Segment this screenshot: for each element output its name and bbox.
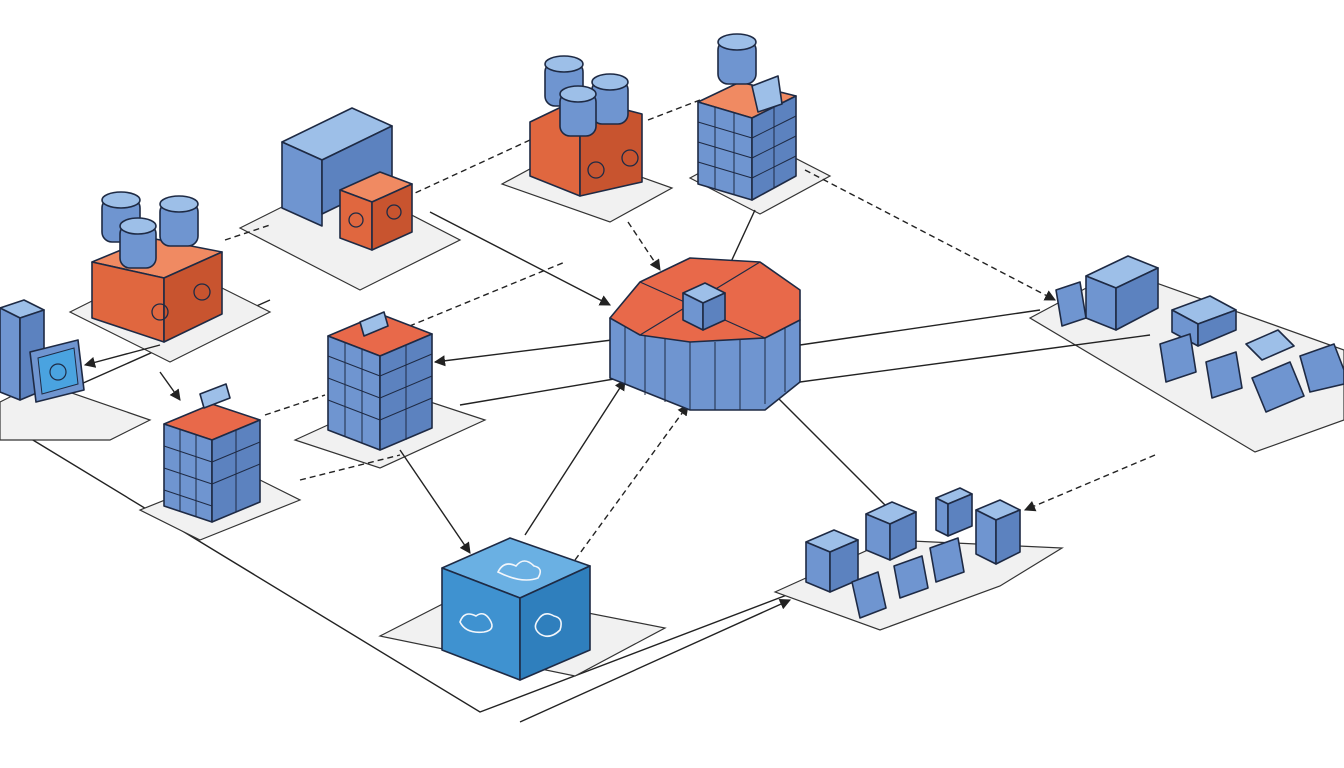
edge-clientright-clientbottom (1023, 454, 1156, 512)
edge-rackmid-cloud (399, 449, 471, 554)
db-cluster-top (529, 55, 643, 197)
edge-dbtop-hub (627, 221, 661, 271)
edge-hub-client1 (799, 309, 1041, 346)
cloud-box (441, 537, 591, 681)
edge-cloud-clientbottom (519, 599, 792, 723)
edge-hub-rackmid2 (459, 377, 621, 406)
edge-rackmid-serverTL (399, 261, 566, 331)
terminal-far-left (0, 299, 85, 403)
edge-dbleft-terminal (83, 344, 161, 368)
db-cluster-left (91, 191, 223, 343)
client-right (1055, 255, 1344, 413)
edge-hub-cloud (524, 379, 626, 536)
client-bottom-right (805, 487, 1021, 619)
edge-dbleft-racklower (159, 371, 181, 401)
edge-dbleft-rack (224, 224, 271, 241)
hub-cube-icon (682, 282, 726, 331)
cylinder-stack (544, 55, 629, 137)
edge-tower-client (804, 169, 1056, 301)
central-hub (609, 257, 801, 411)
edge-rackmid-racklower (299, 454, 401, 481)
edge-hub-client2 (799, 334, 1151, 383)
edge-serverTL-hub (429, 211, 611, 306)
cloud-icon (459, 560, 562, 638)
edge-hub-rackmid (433, 339, 613, 367)
edge-cloud-hub-dashed (574, 404, 689, 561)
edge-rack-lower-mid (264, 394, 326, 416)
connectors (83, 99, 1156, 723)
tower-top-right (697, 33, 797, 201)
rack-mid-left (327, 311, 433, 451)
edge-dbtop-serverTL (399, 139, 531, 201)
edge-hub-clientbottom (769, 389, 891, 511)
rack-lower-left (163, 383, 261, 523)
server-top-left (281, 107, 413, 251)
edge-dbtop-tower (647, 99, 701, 121)
